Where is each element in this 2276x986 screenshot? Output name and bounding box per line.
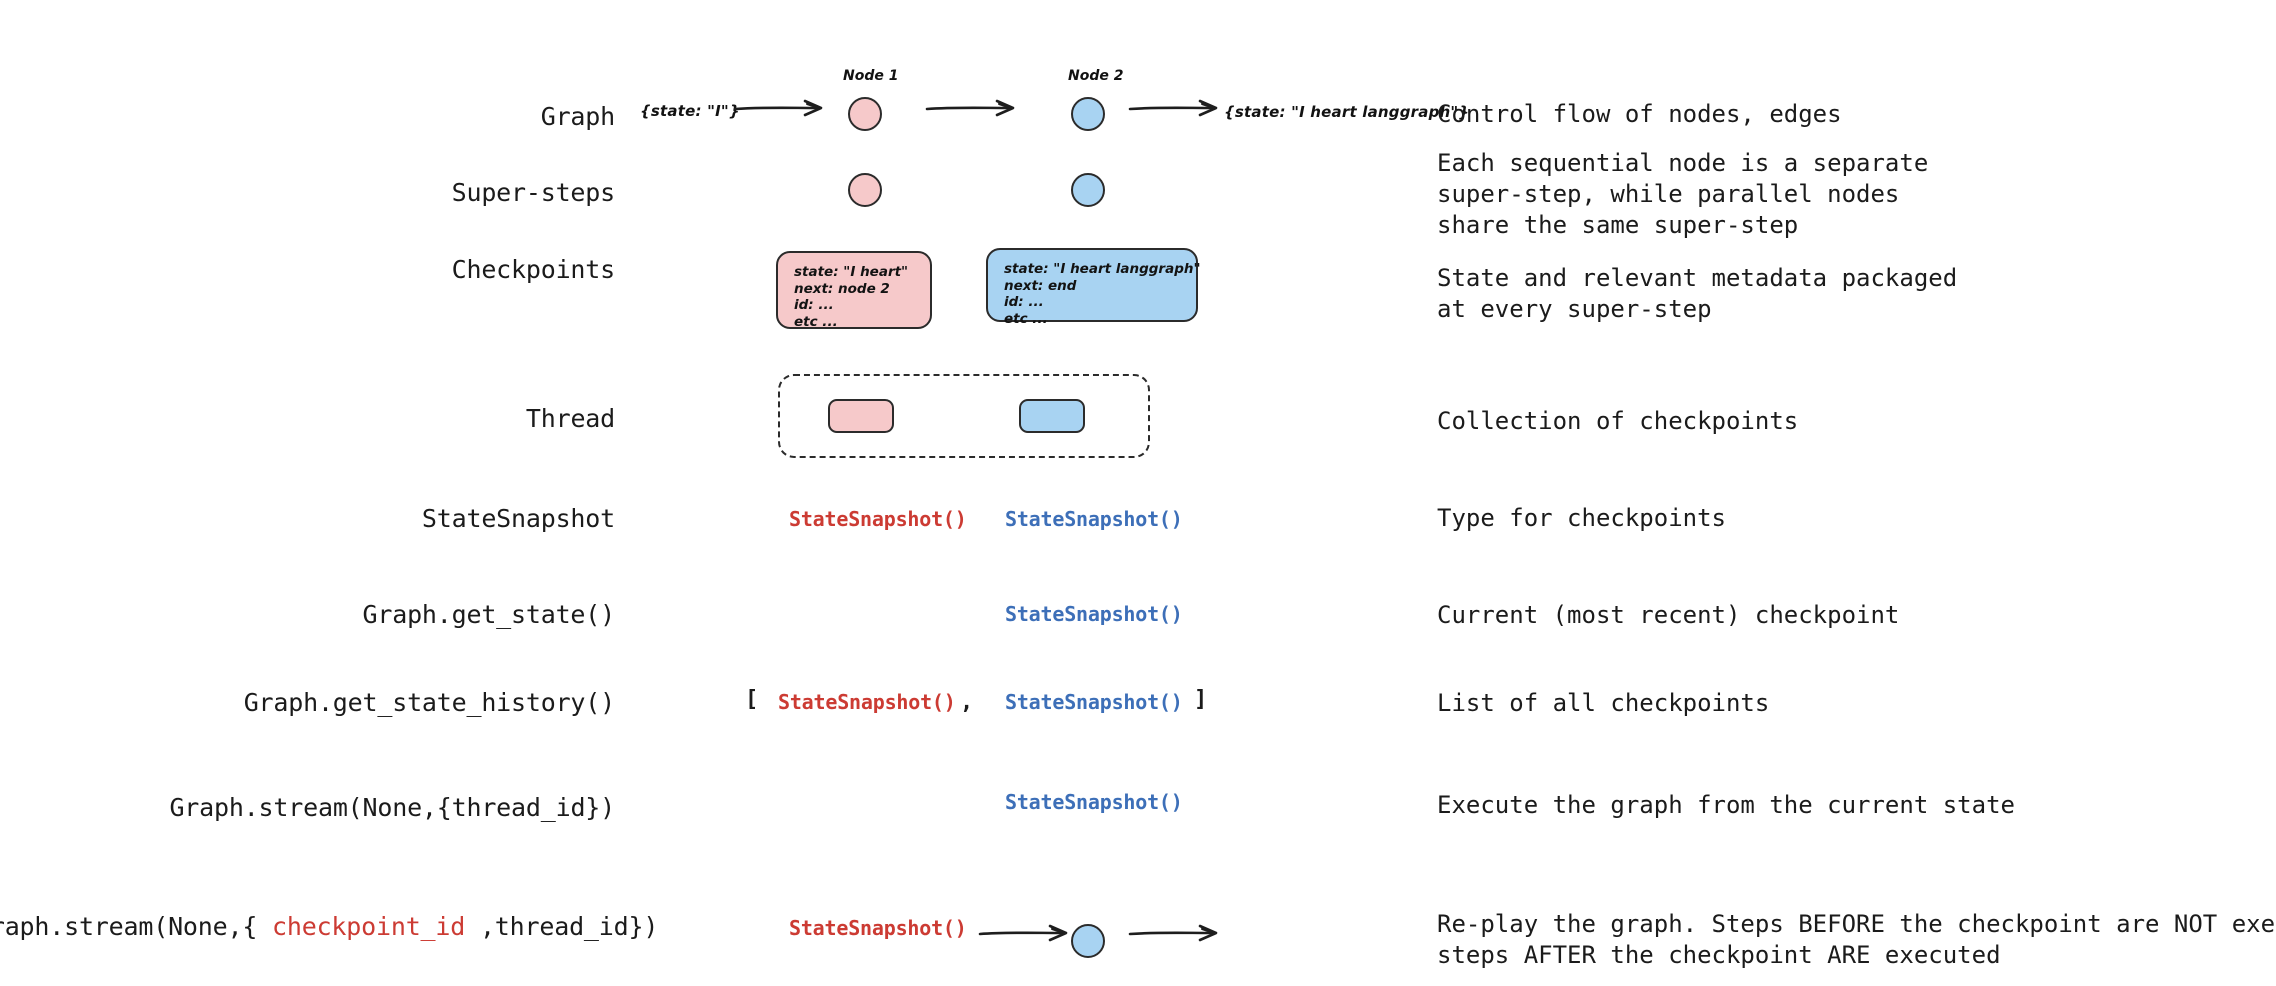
checkpoint-2-line-2: next: end — [1004, 277, 1077, 294]
list-bracket-open: [ — [745, 687, 759, 712]
stream-checkpoint-suffix: ,thread_id}) — [465, 912, 659, 941]
row-label-super-steps: Super-steps — [451, 178, 616, 207]
row-description-stream-thread: Execute the graph from the current state — [1437, 791, 2015, 819]
state-input-annotation: {state: "I"} — [640, 102, 740, 120]
row-description-checkpoints: State and relevant metadata packaged at … — [1437, 264, 1958, 323]
row-description-get-state-history: List of all checkpoints — [1437, 689, 1770, 717]
stream-checkpoint-highlight: checkpoint_id — [272, 912, 466, 941]
row-description-get-state: Current (most recent) checkpoint — [1437, 601, 1900, 629]
row-label-get-state: Graph.get_state() — [362, 600, 616, 629]
row-description-thread: Collection of checkpoints — [1437, 407, 1799, 435]
statesnapshot-token-blue-3: StateSnapshot() — [1005, 690, 1183, 714]
edge-arrow-1 — [733, 99, 823, 117]
row-description-statesnapshot: Type for checkpoints — [1437, 504, 1726, 532]
replay-node-circle — [1071, 924, 1105, 958]
row-label-checkpoints: Checkpoints — [451, 255, 616, 284]
row-label-statesnapshot: StateSnapshot — [421, 504, 615, 533]
thread-container — [778, 374, 1150, 458]
statesnapshot-token-red-2: StateSnapshot() — [778, 690, 956, 714]
row-label-stream-thread: Graph.stream(None,{thread_id}) — [169, 793, 615, 822]
row-description-super-steps: Each sequential node is a separate super… — [1437, 149, 1929, 239]
checkpoint-1-line-4: etc ... — [794, 313, 838, 330]
stream-checkpoint-prefix: Graph.stream(None,{ — [0, 912, 273, 941]
row-label-stream-checkpoint: Graph.stream(None,{ checkpoint_id ,threa… — [0, 912, 658, 941]
list-bracket-close: ] — [1194, 687, 1208, 712]
thread-checkpoint-chip-1 — [828, 399, 894, 433]
replay-arrow-2 — [1128, 924, 1218, 942]
statesnapshot-token-red-1: StateSnapshot() — [789, 507, 967, 531]
checkpoint-2-line-4: etc ... — [1004, 310, 1048, 327]
row-label-get-state-history: Graph.get_state_history() — [243, 688, 615, 717]
edge-arrow-3 — [1128, 99, 1218, 117]
node-2-label: Node 2 — [1068, 68, 1124, 84]
checkpoint-box-node-2: state: "I heart langgraph" next: end id:… — [986, 248, 1201, 327]
statesnapshot-token-blue-2: StateSnapshot() — [1005, 602, 1183, 626]
super-step-2-circle — [1071, 173, 1105, 207]
checkpoint-1-line-3: id: ... — [794, 297, 834, 313]
row-description-stream-checkpoint: Re-play the graph. Steps BEFORE the chec… — [1437, 910, 2276, 969]
thread-checkpoint-chip-2 — [1019, 399, 1085, 433]
checkpoint-1-line-1: state: "I heart" — [794, 264, 909, 280]
statesnapshot-token-red-3: StateSnapshot() — [789, 916, 967, 940]
super-step-1-circle — [848, 173, 882, 207]
node-1-circle — [848, 97, 882, 131]
replay-arrow-1 — [978, 924, 1068, 942]
statesnapshot-token-blue-1: StateSnapshot() — [1005, 507, 1183, 531]
row-label-thread: Thread — [525, 404, 615, 433]
statesnapshot-token-blue-4: StateSnapshot() — [1005, 790, 1183, 814]
list-comma: , — [960, 690, 974, 715]
checkpoint-2-line-1: state: "I heart langgraph" — [1004, 261, 1201, 277]
row-label-graph: Graph — [540, 102, 615, 131]
node-2-circle — [1071, 97, 1105, 131]
node-1-label: Node 1 — [843, 68, 899, 84]
checkpoint-1-line-2: next: node 2 — [794, 280, 890, 297]
state-output-annotation: {state: "I heart langgraph"} — [1224, 103, 1470, 121]
edge-arrow-2 — [925, 99, 1015, 117]
row-description-graph: Control flow of nodes, edges — [1437, 100, 1842, 128]
checkpoint-2-line-3: id: ... — [1004, 294, 1044, 310]
checkpoint-box-node-1: state: "I heart" next: node 2 id: ... et… — [776, 251, 932, 330]
